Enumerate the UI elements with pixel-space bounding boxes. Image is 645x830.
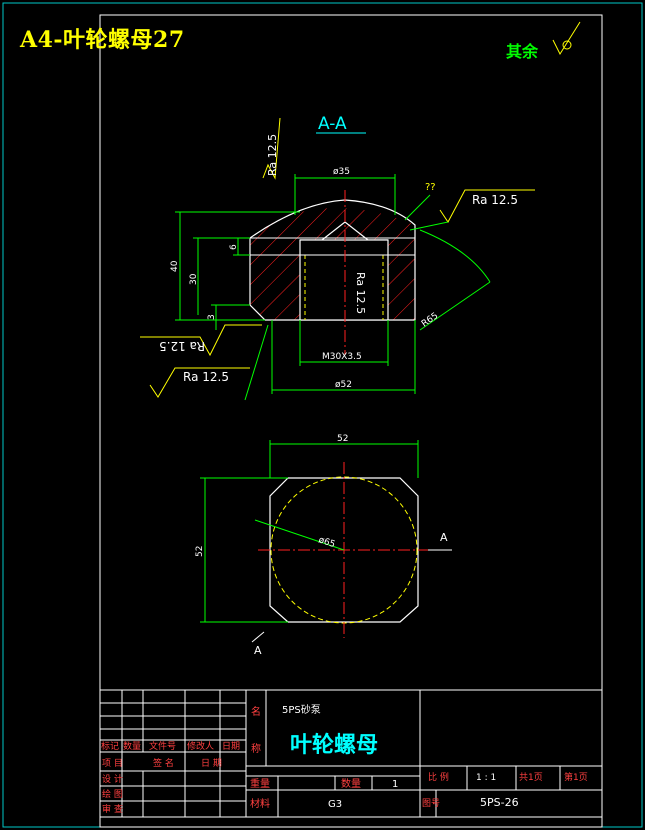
tb-name-label2: 称 — [251, 742, 261, 755]
svg-text:Ra 12.5: Ra 12.5 — [472, 193, 518, 207]
dim-thread — [299, 320, 389, 366]
tb-row-qty: 数量 — [123, 740, 141, 752]
tb-design: 设 计 — [102, 773, 123, 785]
dim-height-body — [193, 237, 250, 315]
section-body — [249, 199, 416, 321]
tb-weight-label: 重量 — [250, 777, 270, 790]
roughness-bottom-a: Ra 12.5 — [140, 324, 262, 357]
tb-row-modifier: 修改人 — [187, 740, 214, 752]
tb-review: 审 查 — [102, 803, 123, 815]
dim-height-total-text: 40 — [170, 260, 180, 272]
tb-part-name: 叶轮螺母 — [290, 732, 378, 758]
dim-chamfer-text: 6 — [229, 244, 239, 250]
dim-dia-top-text: ø35 — [333, 167, 350, 177]
svg-text:Ra 12.5: Ra 12.5 — [159, 339, 205, 353]
tb-sheet-no: 第1页 — [564, 771, 588, 783]
drawing-title: A4-叶轮螺母27 — [20, 27, 185, 53]
tb-product: 5PS砂泵 — [282, 703, 321, 716]
tb-scale-value: 1 : 1 — [476, 773, 496, 783]
inner-border — [99, 14, 603, 828]
dim-dia-base — [271, 320, 416, 394]
dim-plan-width-text: 52 — [337, 434, 348, 444]
tb-date: 日 期 — [201, 758, 222, 769]
dim-height-total — [175, 211, 300, 321]
dim-radius — [419, 229, 491, 331]
tb-row-date: 日期 — [222, 741, 240, 752]
dim-dia-base-text: ø52 — [335, 380, 352, 390]
dim-plan-width — [269, 440, 419, 478]
section-label: A-A — [318, 114, 347, 134]
tb-quantity-label: 数量 — [341, 777, 361, 790]
thread-bore — [299, 239, 389, 321]
dim-plan-height-text: 52 — [195, 546, 205, 557]
view-label-bottom: A — [254, 644, 262, 657]
svg-text:Ra 12.5: Ra 12.5 — [354, 272, 367, 314]
tb-project: 项 目 — [102, 758, 123, 769]
plan-view — [258, 462, 432, 638]
tb-drawing-no-value: 5PS-26 — [480, 796, 519, 809]
svg-text:Ra 12.5: Ra 12.5 — [183, 370, 229, 384]
view-label-right: A — [440, 531, 448, 544]
tb-sheets-total: 共1页 — [519, 772, 543, 783]
dim-chamfer — [233, 238, 250, 256]
roughness-top-right: Ra 12.5 — [409, 189, 535, 231]
tb-row-mark: 标记 — [101, 740, 119, 752]
dim-dia-top — [294, 174, 396, 215]
dim-height-body-text: 30 — [189, 273, 199, 285]
view-arrow-bottom — [251, 631, 265, 643]
tb-quantity-value: 1 — [392, 779, 398, 790]
tb-row-file: 文件号 — [149, 740, 176, 752]
roughness-bore: Ra 12.5 — [354, 272, 367, 314]
tb-scale-label: 比 例 — [428, 771, 449, 783]
tb-material-label: 材料 — [250, 797, 270, 810]
dim-base-step-text: 3 — [207, 314, 217, 320]
dim-plan-circle — [254, 519, 345, 551]
tb-signature: 签 名 — [153, 757, 174, 769]
roughness-top-left: Ra 12.5 — [262, 117, 281, 180]
title-block — [99, 689, 603, 818]
dim-radius-text: R65 — [420, 311, 440, 329]
tb-material-value: G3 — [328, 799, 342, 810]
dim-base-step — [211, 304, 250, 330]
roughness-bottom-b: Ra 12.5 — [149, 324, 269, 401]
tb-drawing-no-label: 图号 — [422, 798, 440, 809]
unknown-leader — [404, 194, 431, 221]
tb-drawing: 绘 图 — [102, 788, 123, 800]
dim-thread-text: M30X3.5 — [322, 352, 362, 362]
tb-name-label: 名 — [251, 705, 261, 718]
remaining-roughness-note: 其余 — [506, 42, 539, 61]
svg-text:Ra 12.5: Ra 12.5 — [266, 134, 279, 176]
remaining-roughness-symbol — [552, 21, 581, 56]
unknown-mark: ?? — [425, 182, 436, 193]
dim-plan-circle-text: ø65 — [317, 535, 336, 550]
dim-plan-height — [200, 477, 288, 623]
